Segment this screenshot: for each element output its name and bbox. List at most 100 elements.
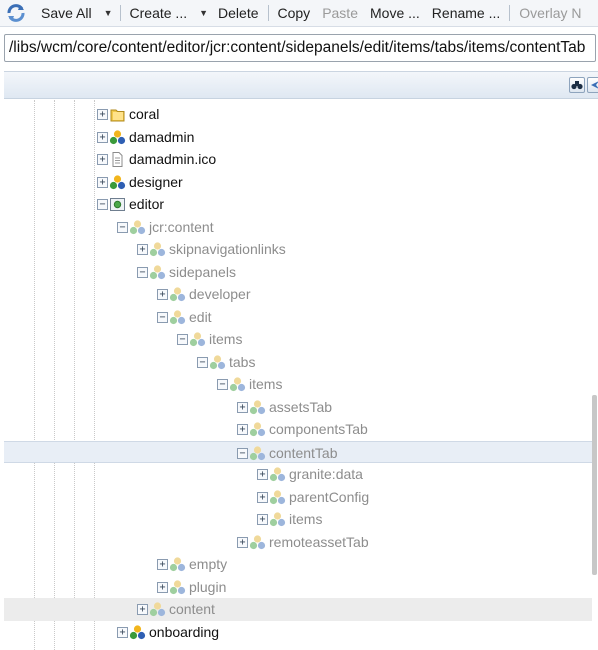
tree-node-label[interactable]: developer: [189, 286, 251, 302]
tree-node-label[interactable]: onboarding: [149, 623, 220, 640]
scrollbar-thumb[interactable]: [592, 395, 597, 575]
move-button[interactable]: Move ...: [370, 5, 420, 21]
expand-icon[interactable]: +: [97, 131, 108, 143]
tree-node-label[interactable]: empty: [189, 556, 228, 572]
expand-icon[interactable]: +: [257, 514, 268, 525]
tree-row[interactable]: + onboarding: [4, 621, 592, 644]
tree-row[interactable]: + designer: [4, 171, 592, 194]
tree-node-label[interactable]: damadmin.ico: [129, 151, 217, 167]
collapse-icon[interactable]: −: [197, 356, 208, 368]
path-input[interactable]: /libs/wcm/core/content/editor/jcr:conten…: [4, 34, 596, 62]
expand-icon[interactable]: +: [157, 559, 168, 570]
collapse-icon[interactable]: −: [137, 266, 148, 278]
node-faded-icon: [269, 511, 286, 528]
expand-icon[interactable]: +: [97, 109, 108, 120]
node-faded-icon: [189, 331, 206, 348]
tree-node-label[interactable]: editor: [129, 196, 165, 212]
tree-row[interactable]: − edit: [4, 306, 592, 329]
node-faded-icon: [249, 421, 266, 438]
node-faded-icon: [149, 601, 166, 618]
tree-node-label[interactable]: plugin: [189, 578, 227, 595]
toolbar-separator: [267, 5, 269, 21]
tree-node-label[interactable]: componentsTab: [269, 421, 368, 437]
node-faded-icon: [169, 556, 186, 573]
tree-row[interactable]: − contentTab: [4, 440, 592, 463]
expand-icon[interactable]: +: [237, 401, 248, 413]
expand-icon[interactable]: +: [117, 626, 128, 638]
create-button[interactable]: Create ...: [129, 5, 188, 21]
tree-row[interactable]: − tabs: [4, 351, 592, 374]
expand-icon[interactable]: +: [257, 469, 268, 480]
delete-button[interactable]: Delete: [218, 5, 259, 21]
node-faded-icon: [169, 309, 186, 326]
expand-icon[interactable]: +: [97, 176, 108, 188]
tree-node-label[interactable]: remoteassetTab: [269, 533, 369, 550]
expand-icon[interactable]: +: [157, 289, 168, 300]
paste-button[interactable]: Paste: [322, 5, 358, 21]
tree-node-label[interactable]: granite:data: [289, 466, 363, 482]
tree-row[interactable]: + items: [4, 508, 592, 531]
expand-icon[interactable]: +: [137, 604, 148, 615]
tree-node-label[interactable]: skipnavigationlinks: [169, 241, 286, 257]
tree-node-label[interactable]: items: [289, 511, 323, 527]
tree-row[interactable]: − editor: [4, 193, 592, 216]
expand-icon[interactable]: +: [137, 244, 148, 255]
tree-row[interactable]: + assetsTab: [4, 396, 592, 419]
tree-row[interactable]: + skipnavigationlinks: [4, 238, 592, 261]
tree-row[interactable]: + remoteassetTab: [4, 531, 592, 554]
navigate-icon[interactable]: [587, 77, 598, 93]
tree-row[interactable]: + content: [4, 598, 592, 621]
tree-row[interactable]: + damadmin.ico: [4, 148, 592, 171]
tree-row[interactable]: − items: [4, 373, 592, 396]
tree-node-label[interactable]: edit: [189, 308, 212, 325]
tree-row[interactable]: + componentsTab: [4, 418, 592, 441]
tree-node-label[interactable]: items: [209, 331, 243, 347]
tree-node-label[interactable]: content: [169, 601, 215, 617]
collapse-icon[interactable]: −: [237, 447, 248, 459]
collapse-icon[interactable]: −: [117, 221, 128, 233]
tree-row[interactable]: + plugin: [4, 576, 592, 599]
tree-row[interactable]: + granite:data: [4, 463, 592, 486]
binoculars-icon[interactable]: [569, 77, 585, 93]
node-faded-icon: [149, 264, 166, 281]
expand-icon[interactable]: +: [257, 491, 268, 503]
collapse-icon[interactable]: −: [97, 199, 108, 210]
node-icon: [129, 624, 146, 641]
repository-tree: +coral+damadmin+damadmin.ico+designer−ed…: [4, 100, 592, 650]
tree-row[interactable]: + developer: [4, 283, 592, 306]
collapse-icon[interactable]: −: [217, 379, 228, 390]
tree-row[interactable]: + damadmin: [4, 126, 592, 149]
collapse-icon[interactable]: −: [157, 311, 168, 323]
folder-icon: [109, 106, 126, 123]
scrollbar[interactable]: [591, 100, 597, 650]
tree-node-label[interactable]: sidepanels: [169, 263, 236, 280]
tree-node-label[interactable]: tabs: [229, 353, 256, 370]
tree-row[interactable]: − items: [4, 328, 592, 351]
tree-row[interactable]: − sidepanels: [4, 261, 592, 284]
tree-node-label[interactable]: parentConfig: [289, 488, 370, 505]
create-dropdown-icon[interactable]: ▼: [199, 8, 209, 18]
collapse-icon[interactable]: −: [177, 334, 188, 345]
tree-node-label[interactable]: damadmin: [129, 128, 195, 145]
tree-node-label[interactable]: jcr:content: [149, 218, 214, 235]
overlay-node-button[interactable]: Overlay N: [519, 5, 582, 21]
tree-node-label[interactable]: coral: [129, 106, 160, 122]
expand-icon[interactable]: +: [97, 154, 108, 165]
tree-row[interactable]: + empty: [4, 553, 592, 576]
tree-node-label[interactable]: assetsTab: [269, 398, 333, 415]
rename-button[interactable]: Rename ...: [431, 5, 501, 21]
tree-node-label[interactable]: items: [249, 376, 283, 392]
save-all-button[interactable]: Save All: [41, 5, 92, 21]
save-all-dropdown-icon[interactable]: ▼: [103, 8, 113, 18]
expand-icon[interactable]: +: [237, 424, 248, 435]
tree-row[interactable]: − jcr:content: [4, 216, 592, 239]
toolbar-separator: [119, 5, 121, 21]
tree-row[interactable]: + coral: [4, 103, 592, 126]
copy-button[interactable]: Copy: [277, 5, 311, 21]
expand-icon[interactable]: +: [157, 581, 168, 593]
tree-row[interactable]: + parentConfig: [4, 486, 592, 509]
tree-node-label[interactable]: contentTab: [269, 444, 338, 461]
tree-node-label[interactable]: designer: [129, 173, 183, 190]
expand-icon[interactable]: +: [237, 536, 248, 548]
refresh-icon[interactable]: [5, 2, 27, 24]
